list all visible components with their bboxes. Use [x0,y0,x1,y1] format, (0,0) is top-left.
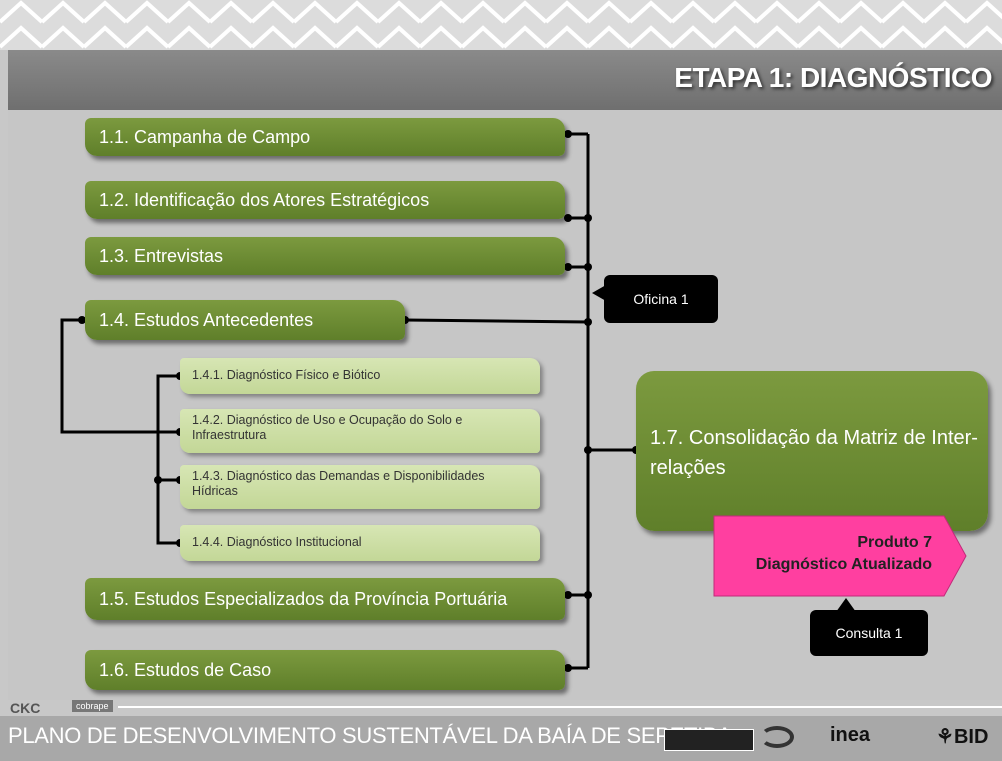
step-label: 1.5. Estudos Especializados da Província… [99,588,508,609]
callout-pointer [836,598,856,612]
substep-label: 1.4.3. Diagnóstico das Demandas e Dispon… [192,469,485,498]
callout-pointer [592,285,606,301]
substep-1-4-1: 1.4.1. Diagnóstico Físico e Biótico [180,358,540,394]
oficina-label: Oficina 1 [633,291,689,307]
consulta-label: Consulta 1 [835,625,903,641]
step-label: 1.1. Campanha de Campo [99,126,311,147]
substep-label: 1.4.2. Diagnóstico de Uso e Ocupação do … [192,413,463,442]
step-1-3: 1.3. Entrevistas [85,237,565,275]
step-label: 1.2. Identificação dos Atores Estratégic… [99,189,430,210]
consulta-callout: Consulta 1 [810,598,928,656]
secretaria-ambiente-logo [760,726,794,748]
substep-1-4-3: 1.4.3. Diagnóstico das Demandas e Dispon… [180,465,540,509]
substep-1-4-2: 1.4.2. Diagnóstico de Uso e Ocupação do … [180,409,540,453]
header-bar: ETAPA 1: DIAGNÓSTICO [8,50,1002,110]
product-text: Produto 7 Diagnóstico Atualizado [756,532,932,576]
rio-de-janeiro-logo [664,729,754,751]
bid-logo: ⚘BID [936,724,988,749]
substep-1-4-4: 1.4.4. Diagnóstico Institucional [180,525,540,561]
footer-title: PLANO DE DESENVOLVIMENTO SUSTENTÁVEL DA … [8,723,732,748]
bid-logo-icon: ⚘ [936,726,954,748]
step-1-4: 1.4. Estudos Antecedentes [85,300,405,340]
step-1-1: 1.1. Campanha de Campo [85,118,565,156]
bid-logo-text: BID [953,726,989,748]
ckc-logo: CKC [10,700,41,716]
substep-label: 1.4.1. Diagnóstico Físico e Biótico [192,368,381,382]
product-title: Produto 7 [857,534,932,551]
page-title: ETAPA 1: DIAGNÓSTICO [674,62,992,93]
step-1-6: 1.6. Estudos de Caso [85,650,565,690]
step-label: 1.3. Entrevistas [99,245,224,266]
oficina-callout: Oficina 1 [592,275,718,323]
step-label: 1.6. Estudos de Caso [99,659,272,680]
product-badge: Produto 7 Diagnóstico Atualizado [708,514,968,598]
product-subtitle: Diagnóstico Atualizado [755,556,932,573]
inea-logo: inea [830,724,871,746]
decorative-zigzag-band [0,0,1002,50]
step-1-5: 1.5. Estudos Especializados da Província… [85,578,565,620]
footer-bar [0,716,1002,761]
step-label: 1.4. Estudos Antecedentes [99,309,314,330]
cobrape-logo: cobrape [72,700,113,712]
consolidation-box: 1.7. Consolidação da Matriz de Inter-rel… [636,371,988,531]
footer-divider [118,706,1002,708]
substep-label: 1.4.4. Diagnóstico Institucional [192,535,362,549]
consolidation-label: 1.7. Consolidação da Matriz de Inter-rel… [650,427,978,479]
step-1-2: 1.2. Identificação dos Atores Estratégic… [85,181,565,219]
product-arrow-shape [713,515,967,597]
